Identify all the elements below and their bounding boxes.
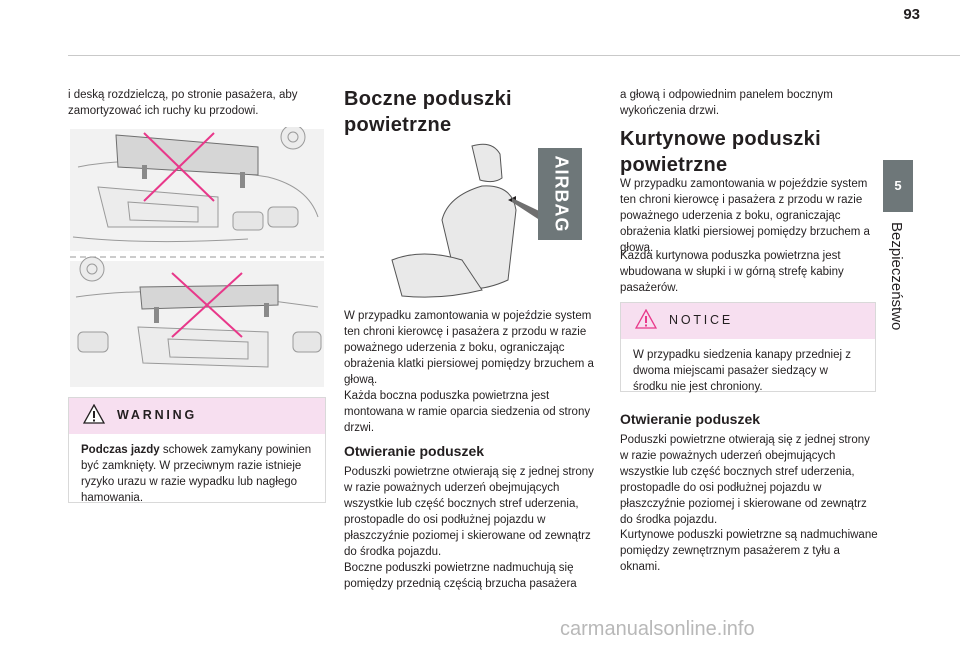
col2-paragraph-3: Poduszki powietrzne otwierają się z jedn… xyxy=(344,466,594,558)
warning-body: schowek zamykany powinien być zamknięty.… xyxy=(81,444,312,504)
col2-paragraph-2: Każda boczna poduszka powietrzna jest mo… xyxy=(344,390,591,434)
seat-cushion xyxy=(391,253,483,298)
dashboard-bottom-image xyxy=(70,256,324,387)
watermark: carmanualsonline.info xyxy=(560,618,755,640)
col3-paragraph-2: Każda kurtynowa poduszka powietrzna jest… xyxy=(620,250,844,294)
headrest xyxy=(471,143,503,183)
glovebox-lid-top xyxy=(115,134,259,176)
warning-triangle-icon xyxy=(83,404,105,424)
airbag-label: AIRBAG xyxy=(551,156,571,233)
notice-text: W przypadku siedzenia kanapy przedniej z… xyxy=(633,349,851,393)
notice-triangle-icon xyxy=(635,309,657,329)
col2-paragraph-1: W przypadku zamontowania w pojeździe sys… xyxy=(344,310,594,386)
dashboard-illustration xyxy=(68,127,326,389)
col2-paragraph-4: Boczne poduszki powietrzne nadmuchują si… xyxy=(344,562,577,590)
side-airbags-title: Boczne poduszki powietrzne xyxy=(344,88,512,136)
col2-subtitle: Otwieranie poduszek xyxy=(344,443,485,459)
notice-box: NOTICE W przypadku siedzenia kanapy prze… xyxy=(620,302,876,393)
page-number: 93 xyxy=(903,6,920,23)
warning-header: WARNING xyxy=(69,398,325,434)
notice-header: NOTICE xyxy=(621,303,875,339)
chapter-title: Bezpieczeństwo xyxy=(888,222,905,331)
airbag-label-box xyxy=(538,148,582,240)
col1-intro: i deską rozdzielczą, po stronie pasażera… xyxy=(68,89,298,117)
seat-airbag-illustration: AIRBAG xyxy=(391,143,582,298)
cross-line xyxy=(143,132,215,202)
warning-text: Podczas jazdy schowek zamykany powinien … xyxy=(69,434,325,514)
chapter-tab[interactable]: 5 xyxy=(883,160,913,212)
col3-subtitle: Otwieranie poduszek xyxy=(620,411,761,427)
col3-intro: a głową i odpowiednim panelem bocznym wy… xyxy=(620,89,833,117)
warning-bold-lead: Podczas jazdy xyxy=(81,444,160,456)
top-divider xyxy=(68,55,960,56)
col3-paragraph-1: W przypadku zamontowania w pojeździe sys… xyxy=(620,178,870,254)
col3-paragraph-4: Kurtynowe poduszki powietrzne są nadmuch… xyxy=(620,529,878,573)
cross-line xyxy=(171,272,243,338)
notice-title: NOTICE xyxy=(669,313,734,327)
curtain-airbags-title: Kurtynowe poduszki powietrzne xyxy=(620,128,821,176)
warning-title: WARNING xyxy=(117,408,198,422)
glovebox-lid-bottom xyxy=(139,284,279,310)
col3-paragraph-3: Poduszki powietrzne otwierają się z jedn… xyxy=(620,434,870,526)
warning-box: WARNING Podczas jazdy schowek zamykany p… xyxy=(68,397,326,504)
